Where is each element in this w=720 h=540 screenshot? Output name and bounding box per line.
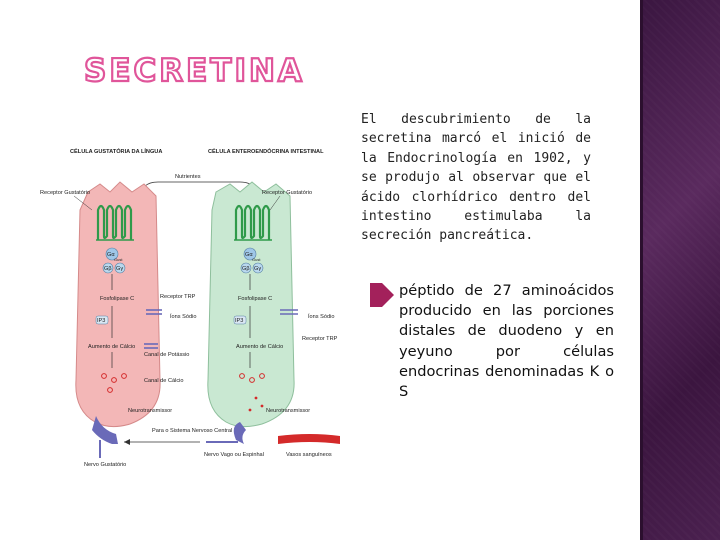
svg-text:Fosfolipase C: Fosfolipase C [100, 296, 134, 302]
svg-text:IP3: IP3 [235, 318, 243, 324]
svg-text:Gα: Gα [245, 252, 253, 258]
svg-text:Neurotransmissor: Neurotransmissor [128, 408, 172, 414]
svg-text:Gust: Gust [114, 257, 123, 262]
sidebar-edge [640, 0, 643, 540]
svg-text:Aumento de Cálcio: Aumento de Cálcio [236, 344, 283, 350]
nutrients-label: Nutrientes [175, 174, 201, 180]
svg-text:Nervo Gustatório: Nervo Gustatório [84, 462, 126, 468]
bullet-paragraph: péptido de 27 aminoácidos producido en l… [399, 282, 614, 401]
left-cell-shape [75, 181, 161, 428]
left-receptor-shape [96, 204, 133, 240]
right-cell-shape [207, 181, 295, 428]
svg-text:Nervo Vago ou Espinhal: Nervo Vago ou Espinhal [204, 452, 264, 458]
svg-text:Gβ: Gβ [242, 266, 250, 272]
left-nerve-shape [92, 416, 118, 444]
svg-text:Para o Sistema Nervoso Central: Para o Sistema Nervoso Central [152, 428, 232, 434]
slide-title: SECRETINA [83, 54, 305, 88]
svg-text:Vasos sanguíneos: Vasos sanguíneos [286, 452, 332, 458]
taste-cell-diagram: CÉLULA GUSTATÓRIA DA LÍNGUA CÉLULA ENTER… [40, 147, 340, 468]
left-cell-title: CÉLULA GUSTATÓRIA DA LÍNGUA [70, 147, 162, 155]
svg-text:Receptor TRP: Receptor TRP [160, 294, 196, 300]
left-receptor-label: Receptor Gustatório [40, 190, 90, 196]
svg-text:Gβ: Gβ [104, 266, 112, 272]
svg-text:Aumento de Cálcio: Aumento de Cálcio [88, 344, 135, 350]
right-receptor-label: Receptor Gustatório [262, 190, 312, 196]
svg-text:IP3: IP3 [97, 318, 105, 324]
svg-text:Íons Sódio: Íons Sódio [308, 313, 334, 320]
svg-text:SECRETINA: SECRETINA [84, 54, 305, 88]
svg-text:Gα: Gα [107, 252, 115, 258]
intro-paragraph: El descubrimiento de la secretina marcó … [361, 112, 591, 244]
svg-text:Gγ: Gγ [254, 266, 261, 272]
arrow-bullet-icon [370, 283, 394, 307]
svg-text:Receptor TRP: Receptor TRP [302, 336, 338, 342]
right-receptor-shape [234, 204, 271, 240]
svg-text:Canal de Potássio: Canal de Potássio [144, 352, 189, 358]
right-cell-title: CÉLULA ENTEROENDÓCRINA INTESTINAL [208, 147, 324, 155]
svg-text:Gust: Gust [252, 257, 261, 262]
right-nerve-shape [233, 422, 246, 444]
svg-text:Neurotransmissor: Neurotransmissor [266, 408, 310, 414]
svg-text:Fosfolipase C: Fosfolipase C [238, 296, 272, 302]
decorative-sidebar [640, 0, 720, 540]
blood-vessel-shape [278, 434, 340, 444]
svg-text:Gγ: Gγ [116, 266, 123, 272]
svg-text:Íons Sódio: Íons Sódio [170, 313, 196, 320]
svg-text:Canal de Cálcio: Canal de Cálcio [144, 378, 184, 384]
